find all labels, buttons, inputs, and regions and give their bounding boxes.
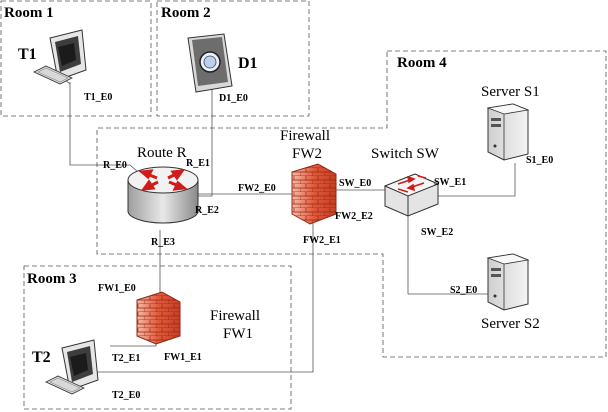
fw2-label-line2: FW2 xyxy=(292,146,322,162)
server-s2-icon[interactable] xyxy=(486,253,530,311)
d1-label: D1 xyxy=(238,55,258,72)
room-3-title: Room 3 xyxy=(27,271,77,287)
fw2-e1-label: FW2_E1 xyxy=(303,235,341,246)
server-s1-label: Server S1 xyxy=(481,84,540,100)
router-arrows-icon xyxy=(138,169,188,191)
room-3-box xyxy=(23,265,292,410)
r-e1-label: R_E1 xyxy=(186,158,210,169)
firewall-fw1-icon[interactable] xyxy=(136,291,181,345)
link-switch-s1 xyxy=(438,163,516,197)
t2-label: T2 xyxy=(32,349,51,366)
room-1-box xyxy=(0,0,152,117)
workstation-t1-icon[interactable] xyxy=(33,29,87,85)
switch-label: Switch SW xyxy=(371,146,440,162)
room-2-title: Room 2 xyxy=(161,5,211,21)
r-e0-label: R_E0 xyxy=(103,160,127,171)
t2-e0-label: T2_E0 xyxy=(112,390,140,401)
fw1-e0-label: FW1_E0 xyxy=(98,283,136,294)
server-s1-icon[interactable] xyxy=(486,103,530,161)
d1-e0-label: D1_E0 xyxy=(219,93,248,104)
router-label: Route R xyxy=(137,145,187,161)
device-d1-icon[interactable] xyxy=(187,33,233,93)
fw2-e2-label: FW2_E2 xyxy=(335,211,373,222)
link-d1-router xyxy=(198,88,213,197)
server-s2-label: Server S2 xyxy=(481,316,540,332)
switch-arrows-icon xyxy=(397,175,427,193)
t1-e0-label: T1_E0 xyxy=(84,92,112,103)
t2-e1-label: T2_E1 xyxy=(112,353,140,364)
firewall-fw2-icon[interactable] xyxy=(291,163,337,225)
sw-e1-label: SW_E1 xyxy=(434,177,466,188)
sw-e0-label: SW_E0 xyxy=(339,178,371,189)
router-r-icon[interactable] xyxy=(127,166,199,224)
room-2-box xyxy=(156,0,310,117)
fw1-label-line2: FW1 xyxy=(223,326,253,342)
r-e2-label: R_E2 xyxy=(195,205,219,216)
switch-sw-icon[interactable] xyxy=(383,173,440,217)
fw1-e1-label: FW1_E1 xyxy=(164,352,202,363)
room-1-title: Room 1 xyxy=(4,5,54,21)
link-fw2-t2 xyxy=(71,222,314,389)
workstation-t2-icon[interactable] xyxy=(45,339,99,395)
link-switch-s2 xyxy=(407,216,488,295)
fw1-label-line1: Firewall xyxy=(210,308,260,324)
r-e3-label: R_E3 xyxy=(151,237,175,248)
link-t1-router xyxy=(69,82,139,173)
s1-e0-label: S1_E0 xyxy=(526,155,553,166)
fw2-label-line1: Firewall xyxy=(280,128,330,144)
fw2-e0-label: FW2_E0 xyxy=(238,183,276,194)
room-4-box xyxy=(96,50,607,358)
sw-e2-label: SW_E2 xyxy=(421,227,453,238)
room-4-title: Room 4 xyxy=(397,55,447,71)
t1-label: T1 xyxy=(18,46,37,63)
s2-e0-label: S2_E0 xyxy=(450,285,477,296)
